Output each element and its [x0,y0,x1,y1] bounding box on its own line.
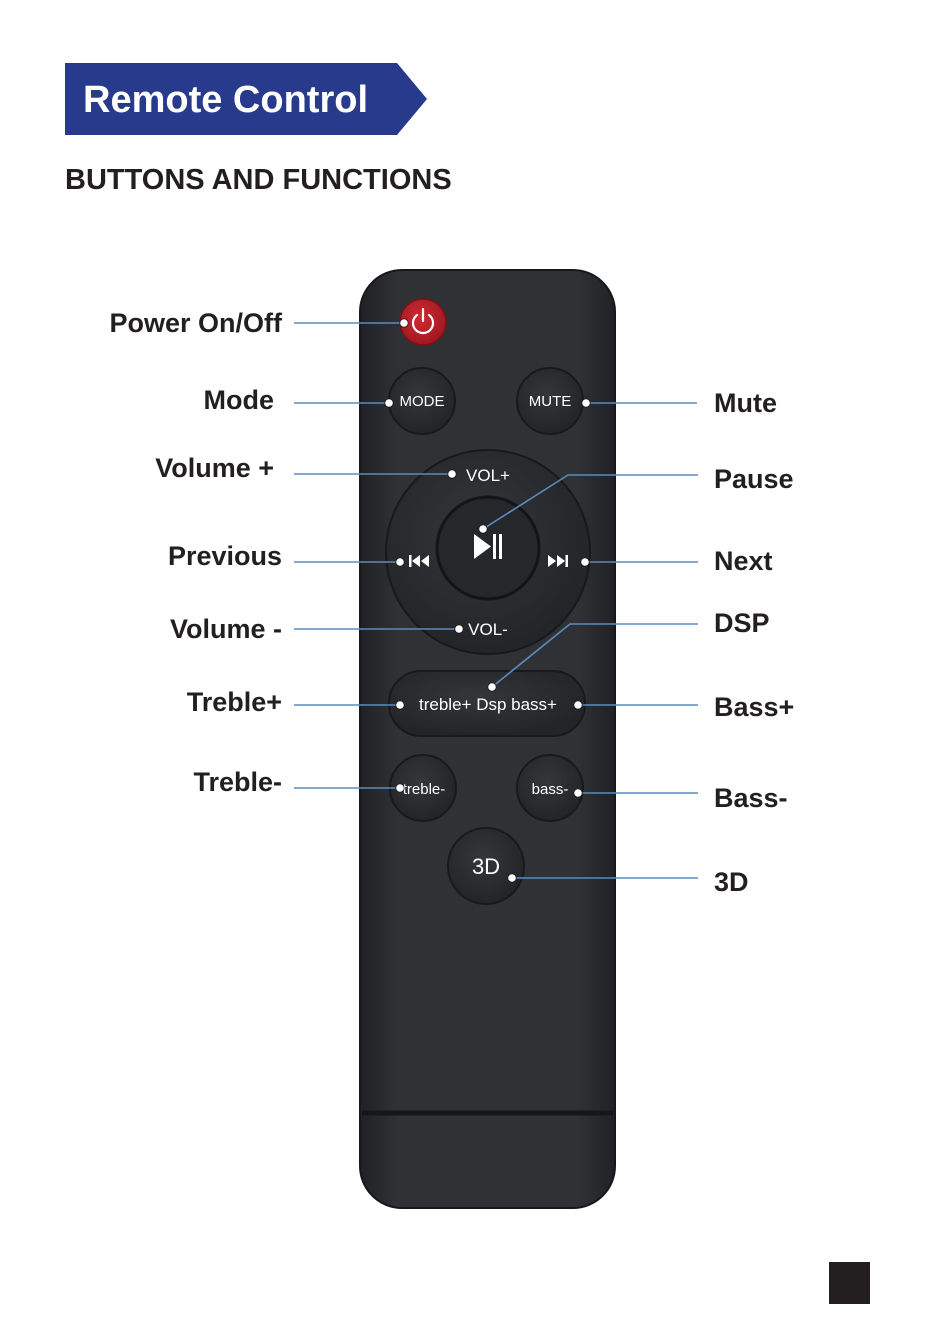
three-d-label: 3D [472,854,500,879]
mute-button[interactable]: MUTE [517,368,583,434]
label-bass-down: Bass- [714,782,788,814]
vol-down-button-label[interactable]: VOL- [468,620,508,639]
label-three-d: 3D [714,866,749,898]
treble-down-label: treble- [403,781,446,798]
label-bass-up: Bass+ [714,691,794,723]
three-d-button[interactable]: 3D [448,828,524,904]
mute-button-label: MUTE [529,393,572,410]
label-mode: Mode [60,384,274,416]
play-pause-button[interactable] [437,497,539,599]
label-pause: Pause [714,463,794,495]
page-marker [829,1262,870,1304]
treble-dsp-bass-button[interactable]: treble+ Dsp bass+ [389,671,585,736]
mode-button[interactable]: MODE [389,368,455,434]
mode-button-label: MODE [400,393,445,410]
bass-down-label: bass- [532,781,569,798]
label-treble-down: Treble- [60,766,282,798]
label-dsp: DSP [714,607,770,639]
treble-dsp-bass-label: treble+ Dsp bass+ [419,695,557,714]
label-mute: Mute [714,387,777,419]
label-treble-up: Treble+ [60,686,282,718]
label-next: Next [714,545,773,577]
label-power: Power On/Off [60,307,282,339]
label-volume-up: Volume + [60,452,274,484]
label-previous: Previous [60,540,282,572]
vol-up-button-label[interactable]: VOL+ [466,466,510,485]
bass-down-button[interactable]: bass- [517,755,583,821]
label-volume-down: Volume - [60,613,282,645]
